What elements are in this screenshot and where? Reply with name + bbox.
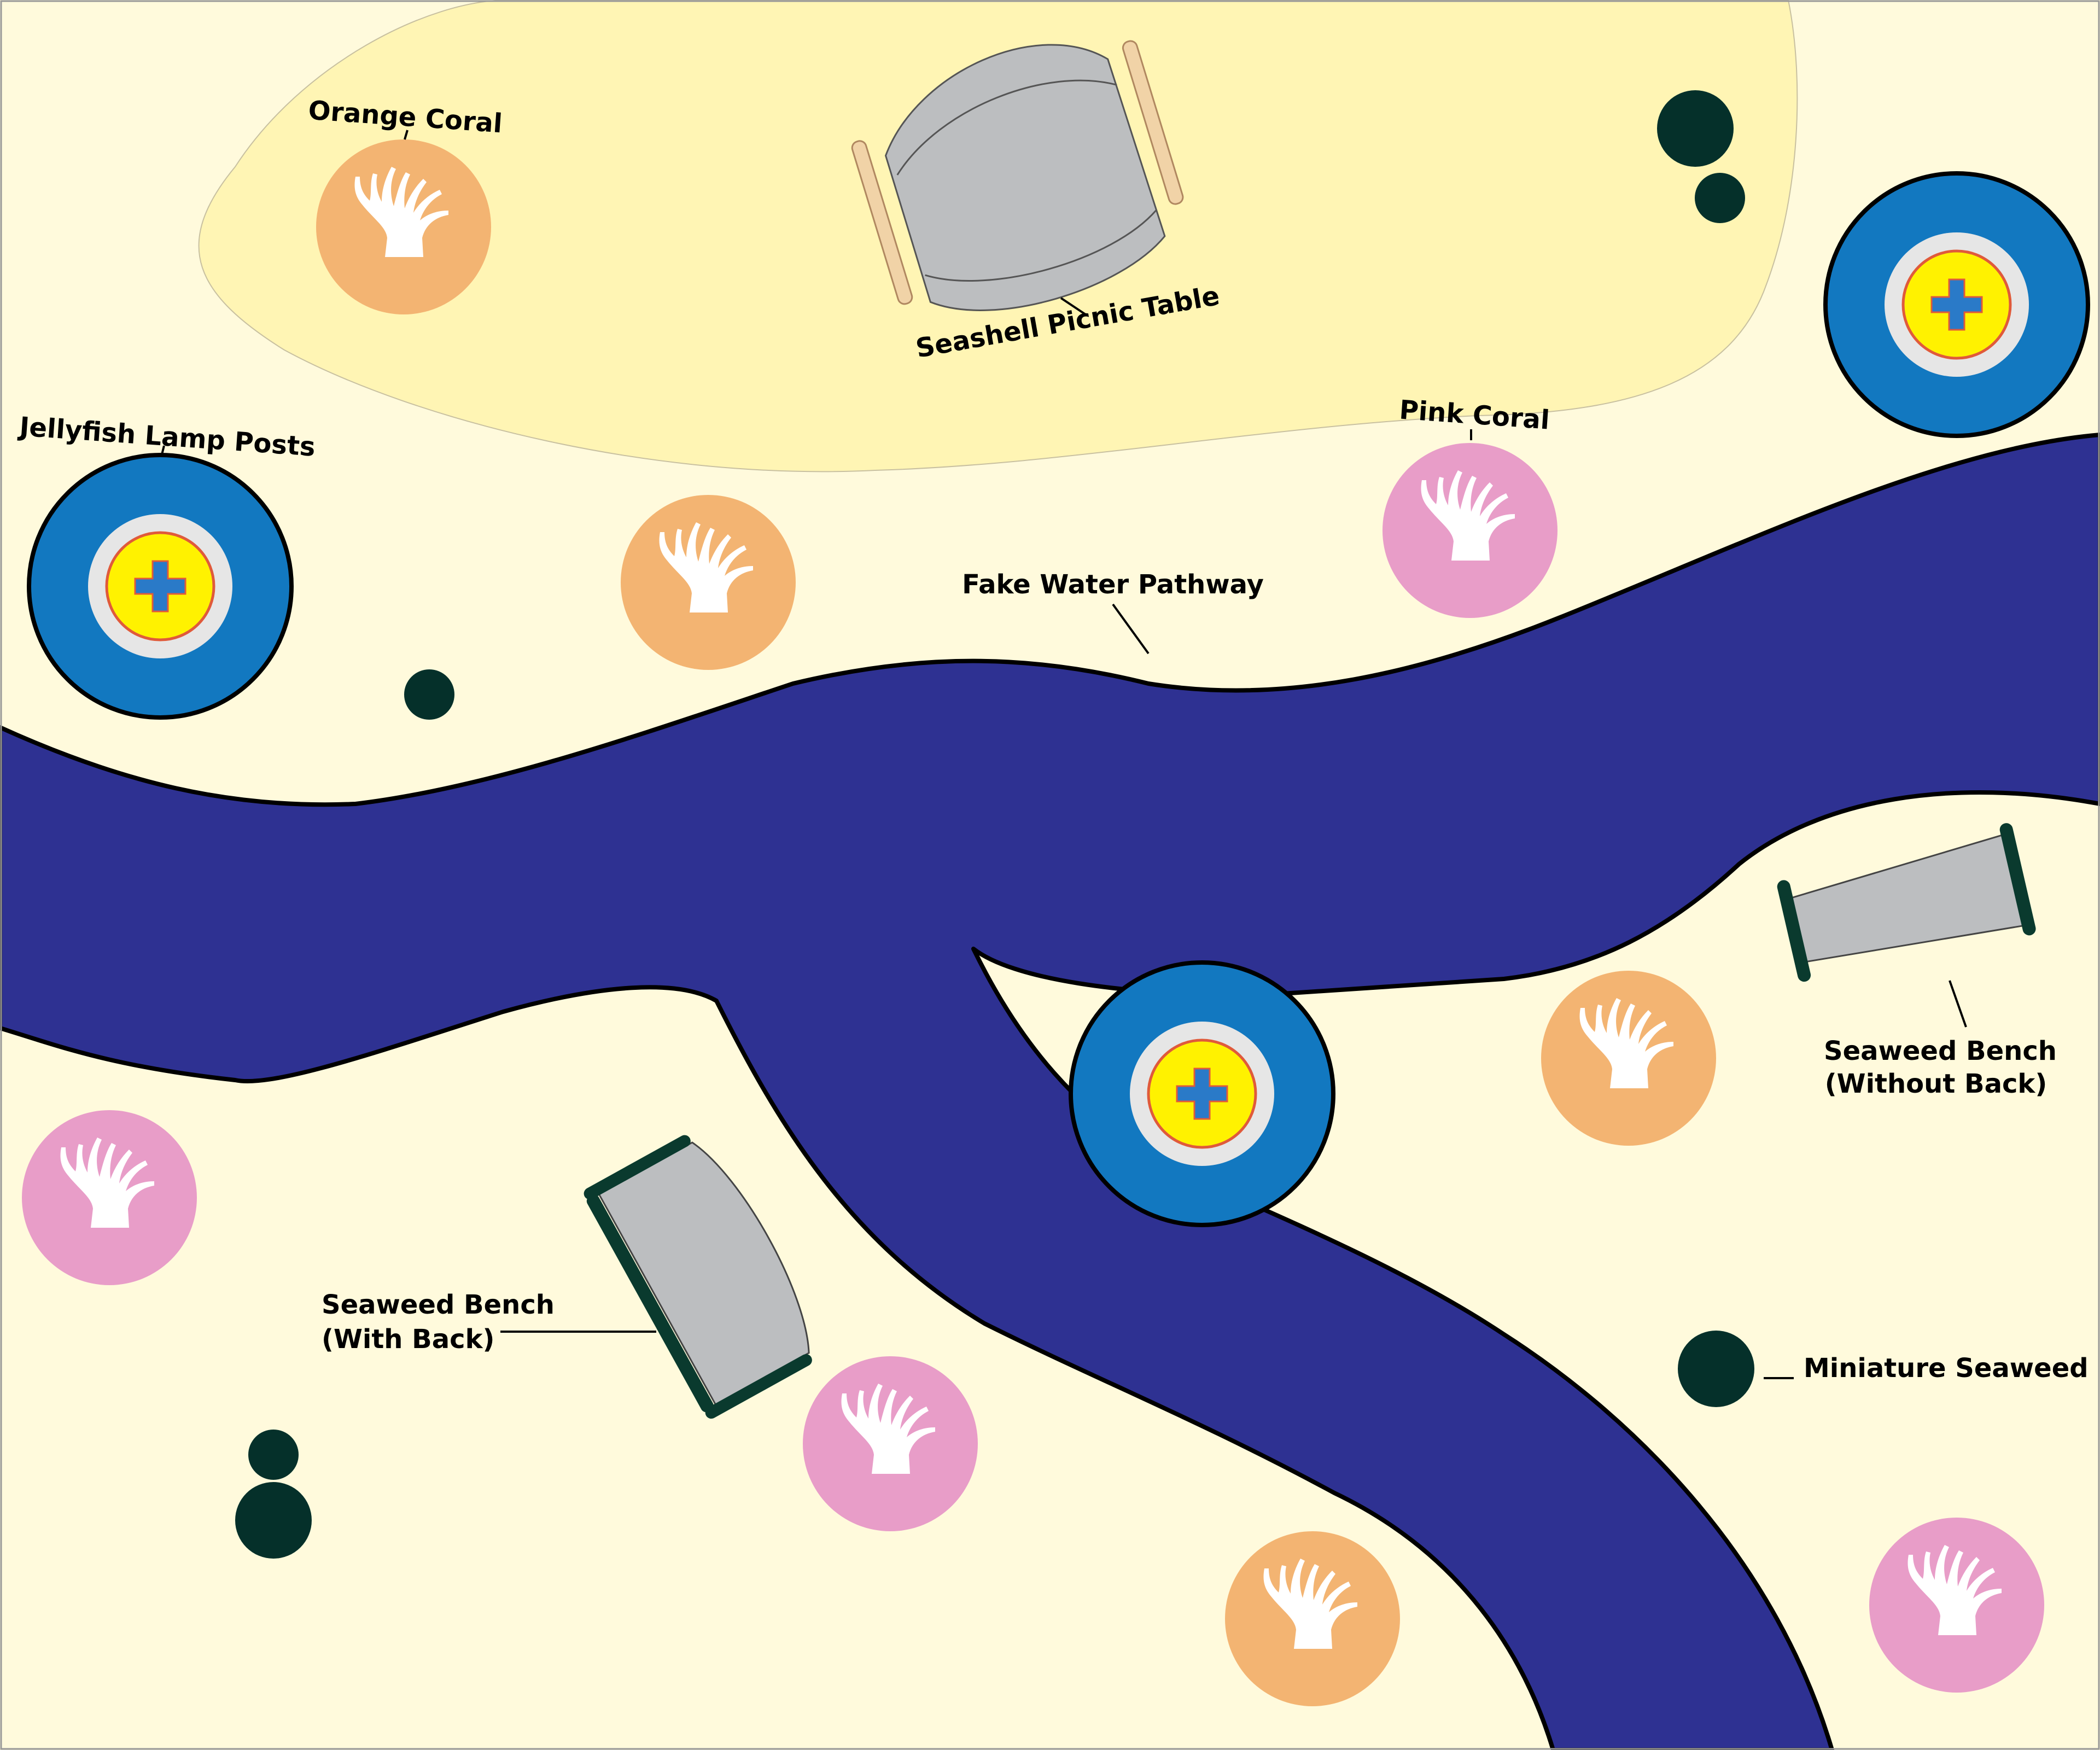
bench-leg	[584, 1135, 691, 1200]
jellyfish-lamp-post	[27, 453, 294, 720]
jellyfish-lamp-icon	[1176, 1068, 1228, 1120]
seaweed-bench-with-back	[584, 1135, 812, 1419]
picnic-table-icon	[884, 44, 1166, 311]
jellyfish-lamp-icon	[134, 560, 186, 612]
bench-leg	[705, 1354, 812, 1419]
table-leg	[851, 140, 913, 305]
pink-coral	[1382, 443, 1558, 618]
seaweed-icon	[1657, 90, 1734, 167]
label-seaweed-bench-with-back-line2: (With Back)	[322, 1324, 494, 1355]
label-fake-water-pathway: Fake Water Pathway	[962, 569, 1264, 600]
orange-coral	[1225, 1531, 1400, 1706]
seaweed-icon	[1678, 1331, 1754, 1407]
leader-orange-coral	[404, 130, 409, 140]
label-seaweed-bench-without-back-line1: Seaweed Bench	[1824, 1036, 2057, 1066]
bench-icon	[598, 1141, 810, 1406]
jellyfish-lamp-icon	[1930, 278, 1983, 331]
table-leg	[1122, 40, 1184, 205]
orange-coral	[621, 495, 796, 670]
bench-back	[586, 1194, 714, 1413]
bench-leg	[1777, 880, 1811, 982]
orange-coral	[316, 139, 491, 314]
fake-water-pathway	[0, 433, 2100, 1750]
pink-coral	[1869, 1518, 2044, 1693]
bench-leg	[1999, 823, 2036, 936]
pink-coral	[803, 1356, 978, 1531]
orange-coral	[1541, 971, 1716, 1146]
seashell-picnic-table	[851, 40, 1184, 311]
seaweed-icon	[404, 669, 454, 720]
seaweed-bench-without-back	[1777, 823, 2036, 982]
pink-coral	[22, 1110, 197, 1285]
leader-fake-water-pathway	[1112, 603, 1150, 655]
jellyfish-lamp-post	[1823, 171, 2090, 438]
leader-jellyfish-lamp-posts	[160, 445, 165, 457]
label-seaweed-bench-without-back-line2: (Without Back)	[1825, 1069, 2048, 1099]
label-seaweed-bench-with-back-line1: Seaweed Bench	[322, 1290, 555, 1320]
seaweed-icon	[248, 1430, 299, 1480]
label-miniature-seaweed: Miniature Seaweed	[1804, 1353, 2089, 1384]
seaweed-icon	[1695, 173, 1745, 223]
seaweed-icon	[235, 1482, 312, 1559]
leader-seaweed-bench-without-back	[1949, 980, 1967, 1028]
jellyfish-lamp-post	[1069, 960, 1335, 1227]
leader-seashell-picnic-table	[1060, 297, 1087, 316]
